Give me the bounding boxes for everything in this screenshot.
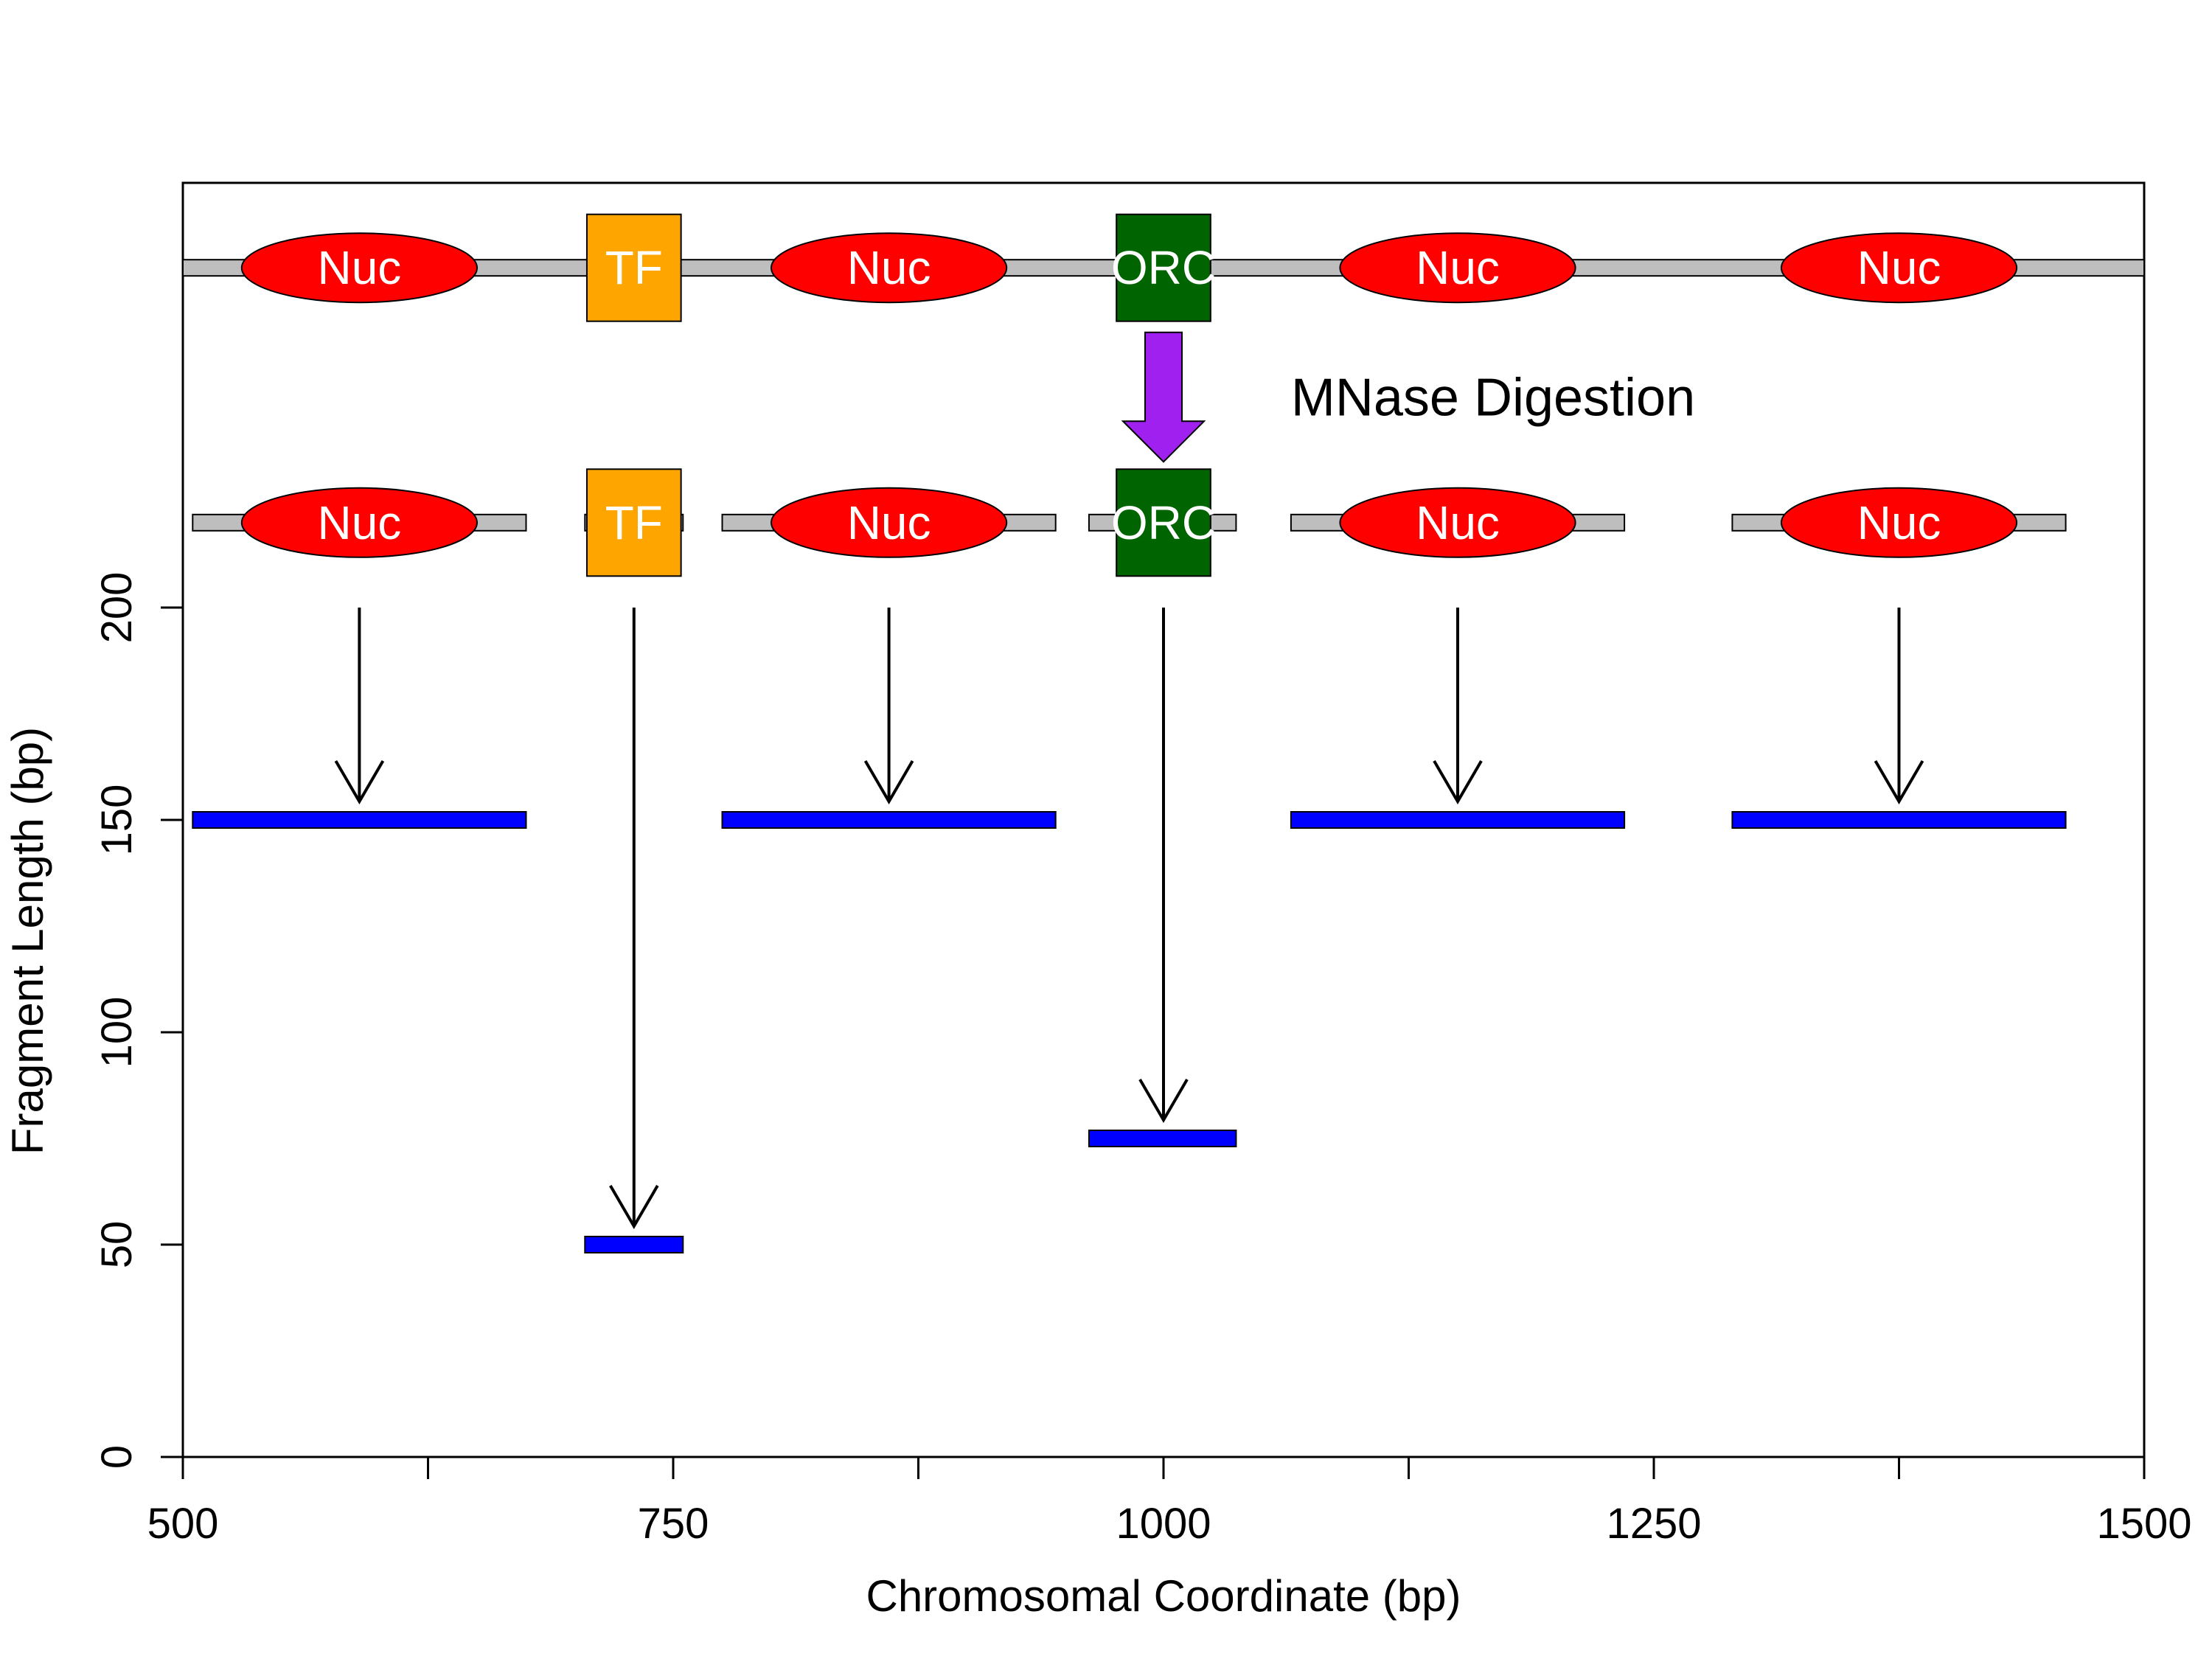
nucleosome-top bbox=[240, 232, 478, 304]
x-tick-label: 1000 bbox=[1116, 1500, 1211, 1548]
x-tick-label: 1500 bbox=[2096, 1500, 2191, 1548]
protein-label: Nuc bbox=[847, 496, 931, 549]
fragment-bar bbox=[584, 1236, 684, 1253]
protein-label: ORC bbox=[1111, 496, 1216, 549]
fragment-bar bbox=[721, 811, 1057, 829]
y-tick-label: 0 bbox=[93, 1445, 141, 1469]
fragment-bar bbox=[192, 811, 527, 829]
nucleosome-bottom bbox=[771, 487, 1008, 558]
tf-box-bottom bbox=[585, 468, 682, 577]
orc-box-bottom bbox=[1116, 468, 1211, 577]
nucleosome-top bbox=[1780, 232, 2018, 304]
x-tick-label: 1250 bbox=[1606, 1500, 1701, 1548]
digestion-arrow bbox=[1121, 331, 1206, 463]
fragment-bar bbox=[1088, 1130, 1237, 1147]
x-tick-label: 750 bbox=[638, 1500, 709, 1548]
protein-label: Nuc bbox=[1857, 241, 1941, 294]
y-axis-label: Fragment Length (bp) bbox=[3, 727, 52, 1155]
nucleosome-bottom bbox=[1339, 487, 1576, 558]
protein-label: TF bbox=[605, 241, 663, 294]
fragment-arrow-head bbox=[334, 759, 385, 804]
protein-label: TF bbox=[605, 496, 663, 549]
fragment-arrow-head bbox=[1138, 1078, 1189, 1123]
fragment-arrow-head bbox=[863, 759, 914, 804]
protein-label: Nuc bbox=[317, 241, 401, 294]
fragment-bar bbox=[1731, 811, 2067, 829]
nucleosome-bottom bbox=[240, 487, 478, 558]
protein-label: Nuc bbox=[847, 241, 931, 294]
fragment-bar bbox=[1290, 811, 1626, 829]
fragment-arrow-head bbox=[609, 1184, 659, 1229]
nucleosome-top bbox=[1339, 232, 1576, 304]
y-tick-label: 50 bbox=[93, 1221, 141, 1269]
y-tick-label: 200 bbox=[93, 572, 141, 644]
y-tick-label: 100 bbox=[93, 997, 141, 1068]
mnase-digestion-label: MNase Digestion bbox=[1291, 369, 1695, 428]
nucleosome-bottom bbox=[1780, 487, 2018, 558]
protein-label: Nuc bbox=[1416, 496, 1500, 549]
x-tick-label: 500 bbox=[147, 1500, 219, 1548]
fragment-arrow-head bbox=[1433, 759, 1483, 804]
y-tick-label: 150 bbox=[93, 785, 141, 856]
fragment-arrow-head bbox=[1874, 759, 1924, 804]
x-axis-label: Chromosomal Coordinate (bp) bbox=[866, 1571, 1461, 1621]
protein-label: Nuc bbox=[317, 496, 401, 549]
protein-label: Nuc bbox=[1416, 241, 1500, 294]
axes: 500 750 1000 1250 1500 0 50 100 150 200 bbox=[93, 572, 2192, 1548]
orc-box-top bbox=[1116, 213, 1211, 322]
nucleosome-top bbox=[771, 232, 1008, 304]
protein-label: Nuc bbox=[1857, 496, 1941, 549]
tf-box-top bbox=[585, 213, 682, 322]
protein-label: ORC bbox=[1111, 241, 1216, 294]
